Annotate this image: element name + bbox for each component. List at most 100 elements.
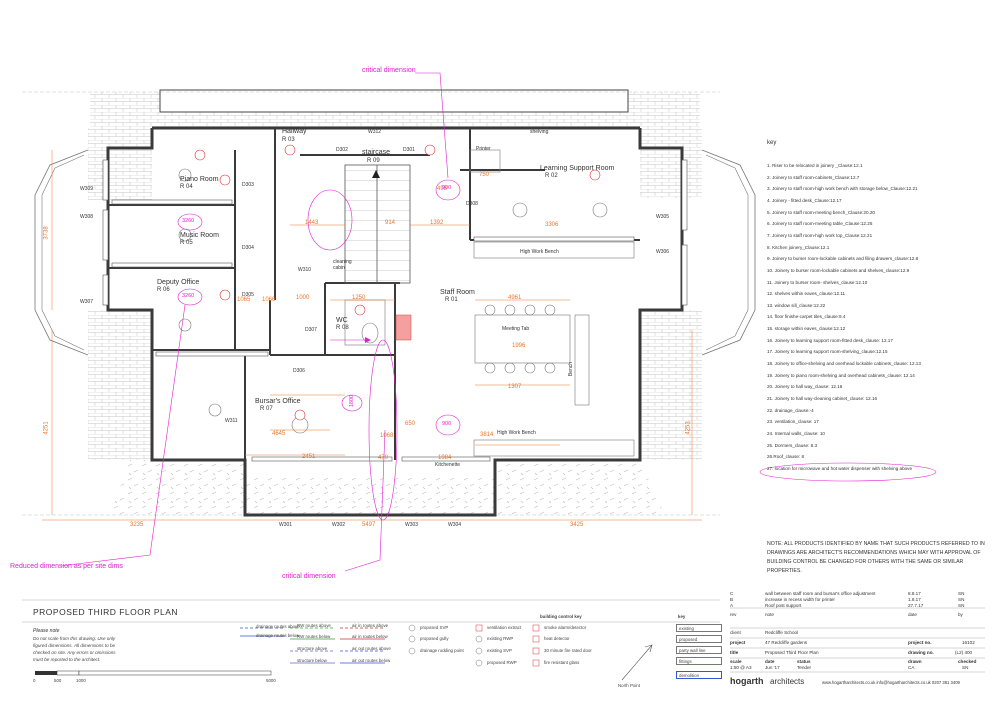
annotation-marks: [59, 72, 937, 572]
please-note-line: figured dimensions. All dimensions to be: [33, 643, 116, 648]
key-item: 9. Joinery to burser room-lockable cabin…: [767, 256, 919, 262]
rev-label: rev: [730, 612, 737, 617]
products-note: NOTE: ALL PRODUCTS IDENTIFIED BY NAME TH…: [767, 541, 985, 574]
door-D304: D304: [242, 245, 254, 251]
dim-1996: 1996: [512, 343, 526, 349]
scale-bar-label: 1000: [76, 678, 86, 683]
dim-4645: 4645: [272, 431, 286, 437]
checked-label: checked: [958, 659, 977, 664]
dim-4253: 4253: [685, 421, 692, 435]
drawing-no-label: drawing no.: [908, 650, 934, 655]
key-item: 20. Joinery to hall way_clause: 12.16: [767, 384, 843, 390]
key-item: 1. Riser to be relocated in joinery _Cla…: [767, 163, 863, 168]
key-item: 2. Joinery to staff room-cabinets_Clause…: [767, 174, 860, 180]
dim-4961: 4961: [508, 295, 522, 301]
dim-3235: 3235: [130, 522, 144, 528]
window-W308: W308: [80, 214, 94, 220]
key-item: 27. location for microwave and hot water…: [767, 465, 913, 471]
legend-structure-above: structure above: [297, 646, 328, 651]
dim-498: 498: [437, 186, 448, 192]
room-music-label: Music Room: [180, 232, 219, 239]
dim-1250: 1250: [352, 295, 366, 301]
legend-rw-below: RW routes below: [297, 634, 331, 639]
key-item: 8. Kitchen joinery_Clause:12.1: [767, 244, 830, 250]
date-label: date: [765, 659, 775, 664]
key-item: 23. ventilation_clause: 17: [767, 419, 819, 425]
roof-brick-left-bottom: [88, 310, 152, 460]
dim-1392: 1392: [430, 220, 444, 226]
dim-650: 650: [405, 421, 416, 427]
key-item: 22. drainage_clause:-4: [767, 407, 814, 413]
window-W303: W303: [405, 522, 419, 528]
client-value: Redcliffe School: [765, 630, 799, 635]
project-label: project: [730, 640, 746, 645]
room-bursar-label: Bursar's Office: [255, 398, 301, 405]
internal-walls: [108, 128, 640, 460]
by-col-label: by: [958, 612, 963, 617]
scale-label: scale: [730, 659, 742, 664]
dim-1066: 1066: [262, 297, 276, 303]
legend-ventilation-extract: ventilation extract: [487, 625, 522, 630]
please-note-line: must be reported to the architect.: [33, 657, 101, 662]
drawn-value: CA: [908, 665, 915, 670]
high-work-bench-top: High Work Bench: [520, 249, 559, 255]
revision-cell: SN: [958, 597, 965, 602]
dim-3738: 3738: [43, 226, 50, 240]
window-W312: W312: [368, 129, 382, 135]
scale-bar-label: 500: [54, 678, 62, 683]
room-learning-number: R 02: [545, 173, 558, 179]
key-item: 13. window sill_clause:12.22: [767, 302, 826, 308]
legend-smoke-alarm: smoke alarm/detector: [544, 625, 587, 630]
reduced-dimension-note: Reduced dimension as per site dims: [10, 563, 123, 570]
revision-cell: Roof post support: [765, 603, 802, 608]
please-note-heading: Please note: [33, 628, 60, 634]
dim-1984: 1984: [438, 455, 452, 461]
dim-1065: 1065: [237, 297, 251, 303]
legend-proposed: proposed: [676, 635, 722, 643]
door-D308: D308: [466, 201, 478, 207]
key-item: 6. Joinery to staff room-meeting table_C…: [767, 221, 873, 227]
dim-750: 750: [479, 172, 490, 178]
legend-structure-below: structure below: [297, 658, 327, 663]
revision-cell: SN: [958, 603, 965, 608]
key-item: 25. Dormers_clause: 8.3: [767, 442, 818, 448]
critical-dimension-bottom: critical dimension: [282, 573, 336, 580]
checked-value: SN: [962, 665, 969, 670]
furniture: [178, 149, 635, 457]
dim-1800: 1800: [349, 394, 356, 408]
legend-fire-glass: fire resistant glass: [544, 660, 580, 665]
north-point-label: North Point: [618, 683, 640, 688]
drawn-label: drawn: [908, 659, 922, 664]
firm-logo: hogarth: [730, 676, 764, 686]
drawing-no-value: (L2) 400: [955, 650, 973, 655]
please-note-line: checked on site. Any errors or omissions: [33, 650, 116, 655]
room-learning-label: Learning Support Room: [540, 165, 615, 172]
key-item: 26.Roof_clause: 8: [767, 454, 805, 460]
date-value: Jun '17: [765, 665, 780, 670]
legend-rw-above: RW routes above: [297, 623, 331, 628]
dim-900-top: 900: [442, 185, 452, 191]
legend-samples: [240, 627, 385, 664]
room-piano-number: R 04: [180, 184, 193, 190]
key-item: 21. Joinery to hall way-cleaning cabinet…: [767, 396, 878, 401]
door-D307: D307: [305, 327, 317, 333]
legend-air-out-below: air out routes below: [352, 658, 391, 663]
revision-cell: C: [730, 591, 734, 596]
legend-proposed-gully: proposed gully: [420, 636, 449, 641]
scale-bar: [35, 670, 272, 676]
dim-5497: 5497: [362, 522, 376, 528]
key-item: 24. Internal walls_clause: 10: [767, 430, 825, 436]
scale-bar-label: 5000: [266, 678, 276, 683]
critical-dimension-top: critical dimension: [362, 67, 416, 74]
dim-900-bottom: 900: [442, 421, 452, 427]
revision-cell: 1.8.17: [908, 597, 921, 602]
legend-air-in-below: air in routes below: [352, 634, 388, 639]
legend-party-wall: party wall line: [676, 646, 722, 654]
room-wc-number: R 08: [336, 325, 349, 331]
key-item: 19. Joinery to piano room-shelving and o…: [767, 372, 915, 378]
legend-drainage-above: drainage routes above: [256, 624, 300, 629]
revision-cell: SN: [958, 591, 965, 596]
legend-air-in-above: air in routes above: [352, 623, 389, 628]
key-item: 7. Joinery to staff room-high work top_C…: [767, 232, 873, 238]
dim-3425: 3425: [570, 522, 584, 528]
